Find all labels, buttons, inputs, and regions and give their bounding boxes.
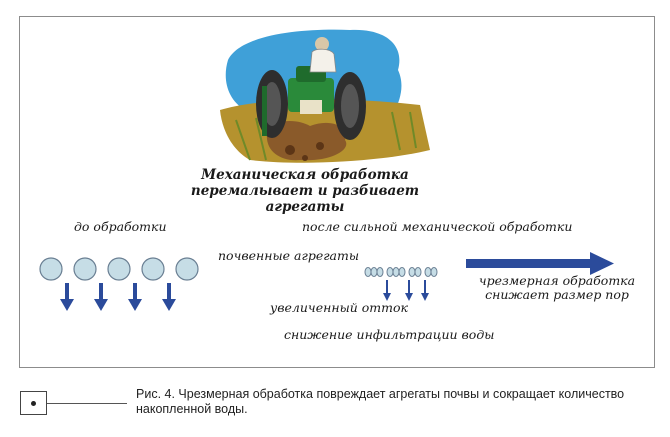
before-tillage-label: до обработки	[74, 219, 167, 234]
right-arrow-icon	[466, 252, 614, 275]
down-arrow-icon	[128, 283, 142, 311]
tractor-illustration	[220, 29, 430, 163]
aggregate-circle	[107, 257, 131, 281]
diagram-title: Механическая обработка перемалывает и ра…	[190, 167, 420, 215]
aggregate-circle	[39, 257, 63, 281]
aggregates-before	[39, 257, 199, 281]
infiltration-arrows-after	[383, 280, 429, 301]
reduced-infiltration-label: снижение инфильтрации воды	[284, 327, 495, 342]
down-arrow-icon	[60, 283, 74, 311]
down-arrow-icon	[162, 283, 176, 311]
aggregate-circle	[73, 257, 97, 281]
aggregate-circle	[141, 257, 165, 281]
figure-marker-icon	[20, 391, 47, 415]
excessive-tillage-label: чрезмерная обработка снижает размер пор	[478, 273, 636, 302]
aggregates-after	[364, 267, 438, 277]
figure-caption: Рис. 4. Чрезмерная обработка повреждает …	[136, 387, 625, 416]
caption-divider	[47, 403, 127, 404]
down-arrow-icon	[405, 280, 413, 301]
down-arrow-icon	[94, 283, 108, 311]
aggregate-circle	[175, 257, 199, 281]
down-arrow-icon	[421, 280, 429, 301]
increased-runoff-label: увеличенный отток	[270, 300, 409, 315]
after-tillage-label: после сильной механической обработки	[302, 219, 573, 234]
soil-aggregates-label: почвенные агрегаты	[218, 248, 360, 263]
infiltration-arrows-before	[60, 283, 176, 311]
down-arrow-icon	[383, 280, 391, 301]
